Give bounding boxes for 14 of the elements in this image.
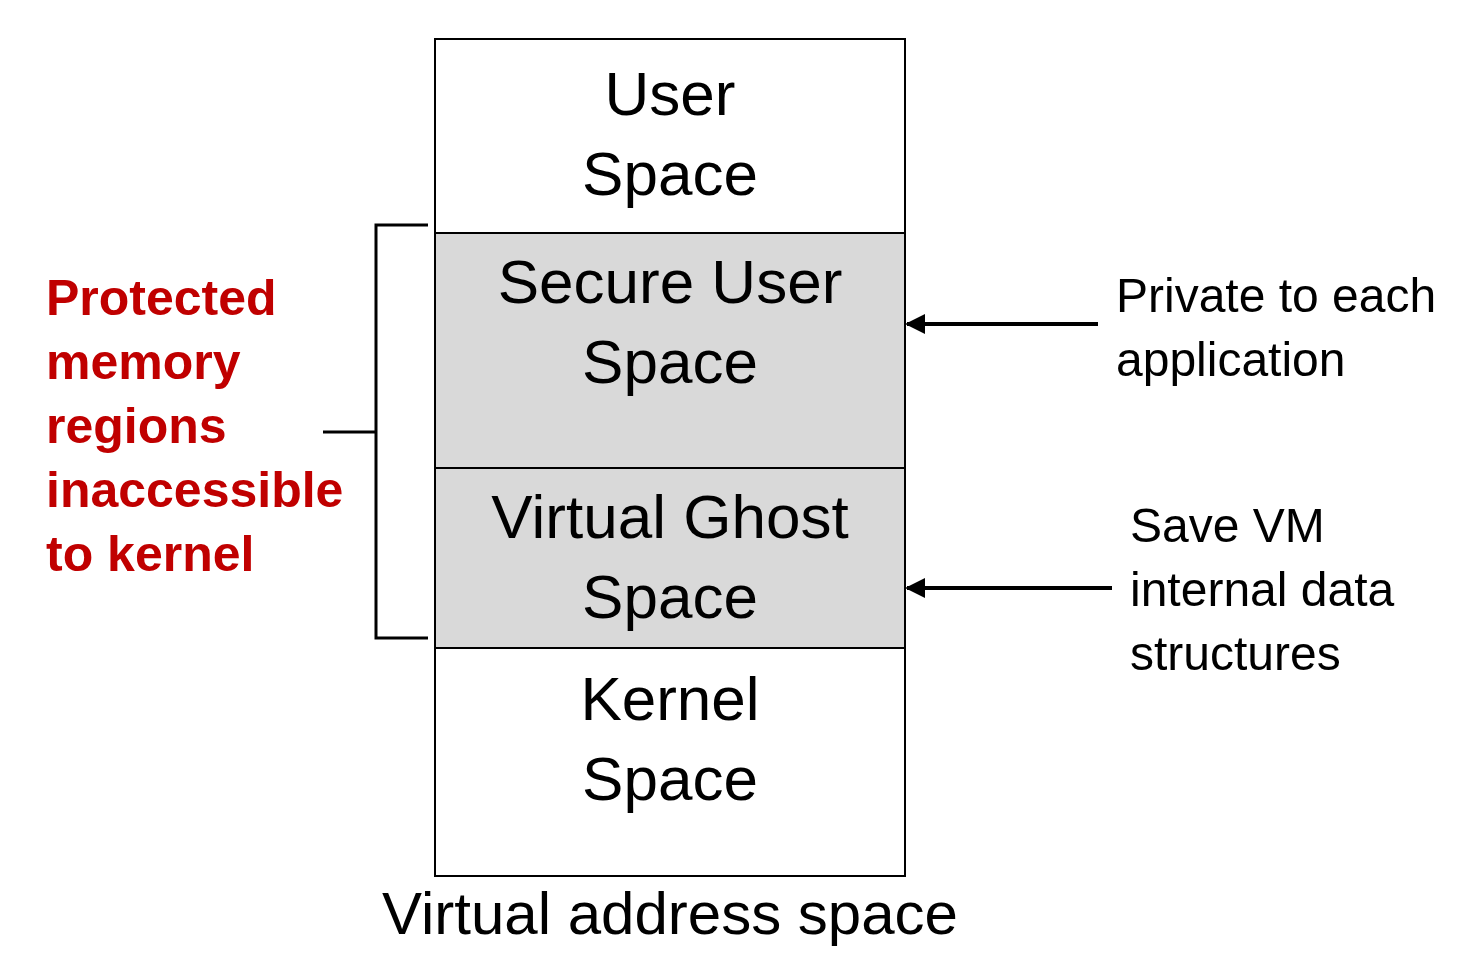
memory-region-box [434, 232, 906, 469]
arrow [905, 314, 1098, 334]
region-label: Virtual Ghost Space [490, 481, 850, 633]
region-note: Protected memory regions inaccessible to kernel [46, 269, 345, 584]
annotation-text: Private to each application [1116, 264, 1481, 392]
annotation-text: Save VM internal data structures [1130, 494, 1450, 686]
arrow [905, 578, 1112, 598]
memory-region-box [434, 38, 906, 234]
region-label: User Space [581, 58, 759, 210]
diagram-caption: Virtual address space [381, 880, 959, 948]
region-label: Secure User Space [496, 246, 844, 398]
memory-region-box [434, 647, 906, 877]
region-label: Kernel Space [579, 663, 761, 815]
memory-region-box [434, 467, 906, 649]
